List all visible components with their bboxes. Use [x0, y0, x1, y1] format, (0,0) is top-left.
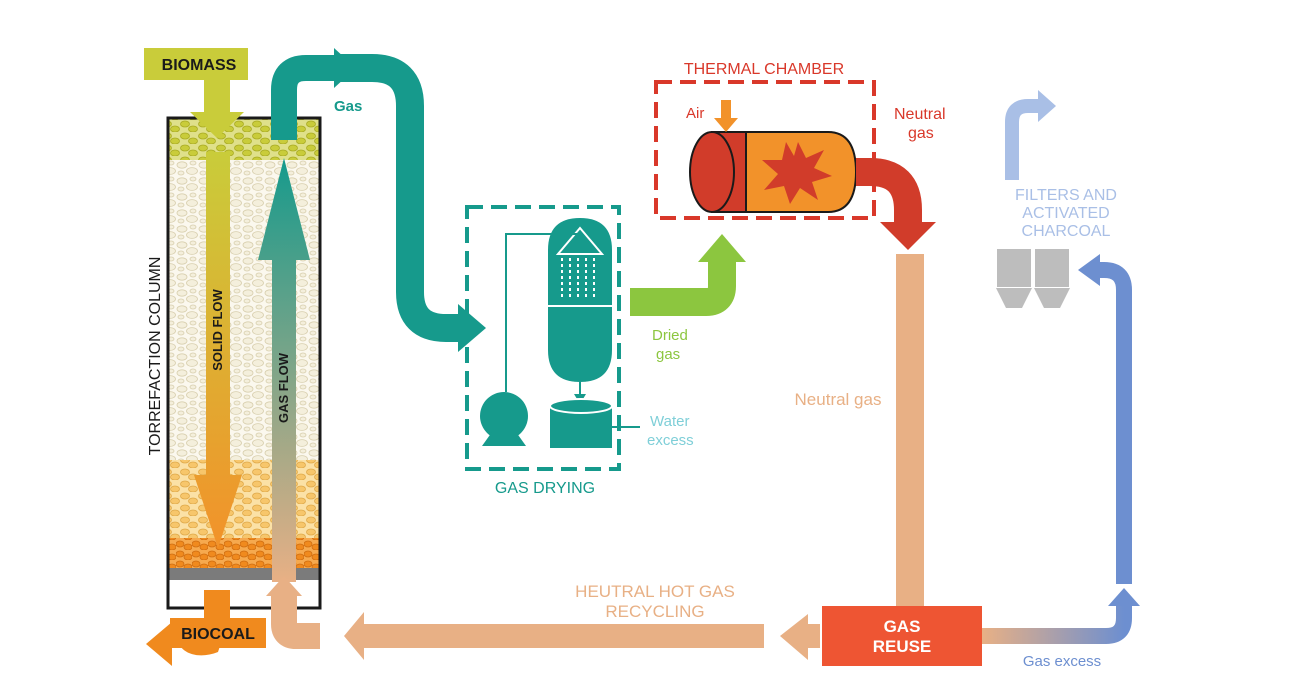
gas-reuse-return-arrowhead [780, 614, 820, 660]
water-tank [549, 398, 613, 448]
neutral-gas-top-label-1: Neutral [894, 106, 946, 123]
biomass-inlet-arrow [190, 80, 244, 138]
gas-flow-label: GAS FLOW [276, 352, 291, 423]
dried-gas-label-1: Dried [652, 327, 688, 344]
column-label: TORREFACTION COLUMN [147, 257, 164, 456]
biocoal-layer [168, 538, 320, 568]
grate [168, 568, 320, 580]
biomass-layer [168, 118, 320, 160]
gas-pipe-up [271, 55, 336, 140]
dried-gas-label-2: gas [656, 346, 680, 363]
gas-excess-arrowhead [1108, 588, 1140, 606]
biomass-box [144, 48, 248, 80]
neutral-gas-pipe [896, 254, 924, 610]
gas-reuse-box [822, 606, 982, 666]
drying-tower [548, 218, 612, 382]
gas-flow-arrow [258, 158, 310, 582]
filters-unit [995, 247, 1071, 308]
filters-label-2: ACTIVATED [1022, 205, 1109, 222]
neutral-gas-top-label-2: gas [908, 125, 934, 142]
gas-drying-label: GAS DRYING [495, 480, 595, 497]
filters-label-1: FILTERS AND [1015, 187, 1117, 204]
air-label: Air [686, 105, 704, 122]
recycling-label-1: HEUTRAL HOT GAS [575, 582, 735, 601]
gas-excess-label: Gas excess [1023, 653, 1101, 670]
gas-pipe-down [340, 54, 462, 342]
recycling-label-2: RECYCLING [605, 602, 704, 621]
filters-label-3: CHARCOAL [1022, 223, 1111, 240]
biocoal-box [170, 618, 266, 648]
dried-gas-pipe [630, 262, 736, 316]
exhaust-arrowhead [1038, 90, 1056, 122]
exhaust-pipe [1005, 99, 1038, 180]
water-excess-label-1: Water [650, 413, 689, 430]
hot-gas-recycling-arrow [344, 612, 764, 660]
gas-pipe-arrowhead-2 [458, 304, 486, 352]
gas-drying-box [465, 205, 621, 471]
solid-flow-arrow [194, 152, 242, 548]
torrefied-layer [168, 460, 320, 538]
water-excess-label-2: excess [647, 432, 694, 449]
recirculation-line [505, 233, 580, 392]
thermal-chamber-label: THERMAL CHAMBER [684, 61, 844, 78]
biocoal-label: BIOCOAL [181, 626, 255, 643]
recycle-to-column-arrowhead [266, 576, 302, 596]
biocoal-outlet-arrow [146, 622, 172, 666]
gas-excess-pipe [982, 604, 1132, 644]
column-wall [166, 116, 322, 610]
flame-icon [762, 142, 832, 204]
torrefaction-column [166, 116, 322, 610]
blue-riser-pipe [1100, 262, 1132, 584]
dried-gas-arrowhead [698, 234, 746, 262]
gas-label: Gas [334, 98, 362, 115]
gas-reuse-label-1: GAS [884, 617, 921, 636]
recycle-to-column-pipe [271, 594, 320, 649]
burner [689, 131, 858, 213]
neutral-gas-outlet-pipe [856, 158, 922, 222]
gas-reuse-label-2: REUSE [873, 637, 932, 656]
neutral-gas-outlet-arrowhead [880, 222, 936, 250]
solid-flow-label: SOLID FLOW [210, 288, 225, 370]
blue-riser-arrowhead [1078, 254, 1100, 286]
thermal-chamber-box [654, 80, 876, 220]
neutral-gas-label: Neutral gas [795, 390, 882, 409]
biomass-label: BIOMASS [162, 57, 237, 74]
air-inlet-arrow [714, 100, 738, 132]
pump [480, 392, 528, 446]
